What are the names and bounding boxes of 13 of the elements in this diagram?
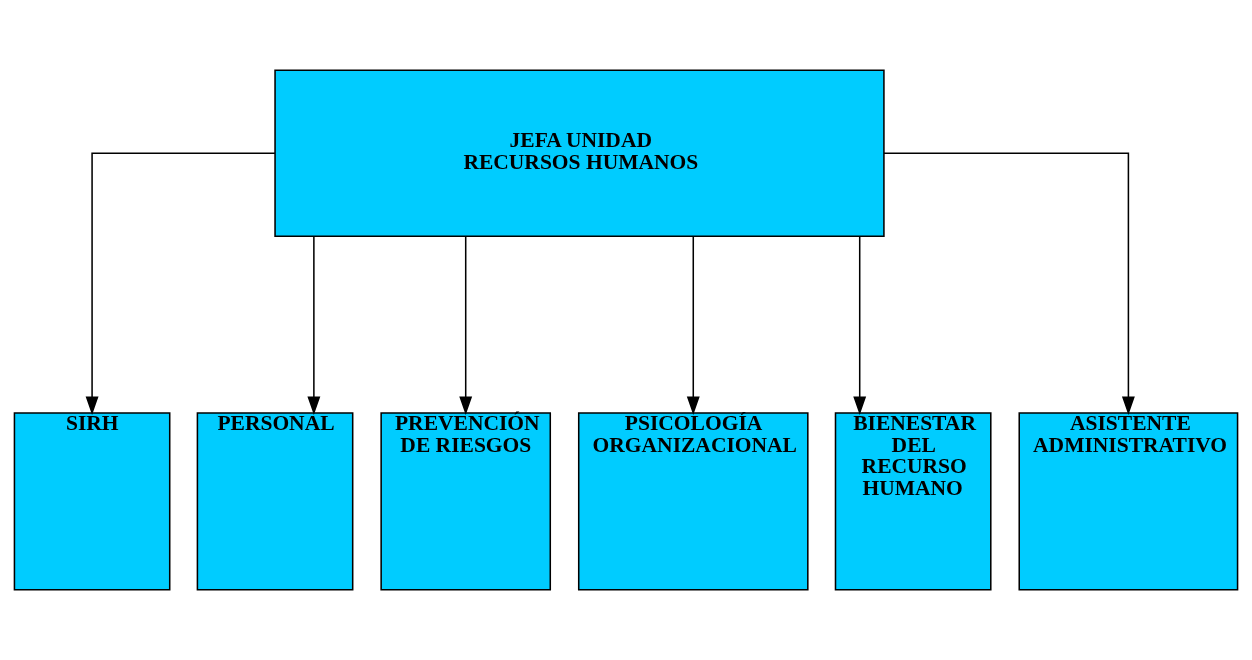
node-box: SIRH [13,412,171,591]
arrow [883,152,1135,415]
node-box: PREVENCIÓN DE RIESGOS [380,412,552,591]
arrow [307,235,321,415]
node-box: PERSONAL [196,412,354,591]
node-box: JEFA UNIDAD RECURSOS HUMANOS [274,69,885,237]
node-box: ASISTENTE ADMINISTRATIVO [1018,412,1239,591]
arrow [853,235,867,415]
node-box: PSICOLOGÍA ORGANIZACIONAL [577,412,809,591]
node-box: BIENESTAR DEL RECURSO HUMANO [834,412,992,591]
arrow [686,235,700,415]
arrow [85,152,276,415]
arrow [459,235,473,415]
